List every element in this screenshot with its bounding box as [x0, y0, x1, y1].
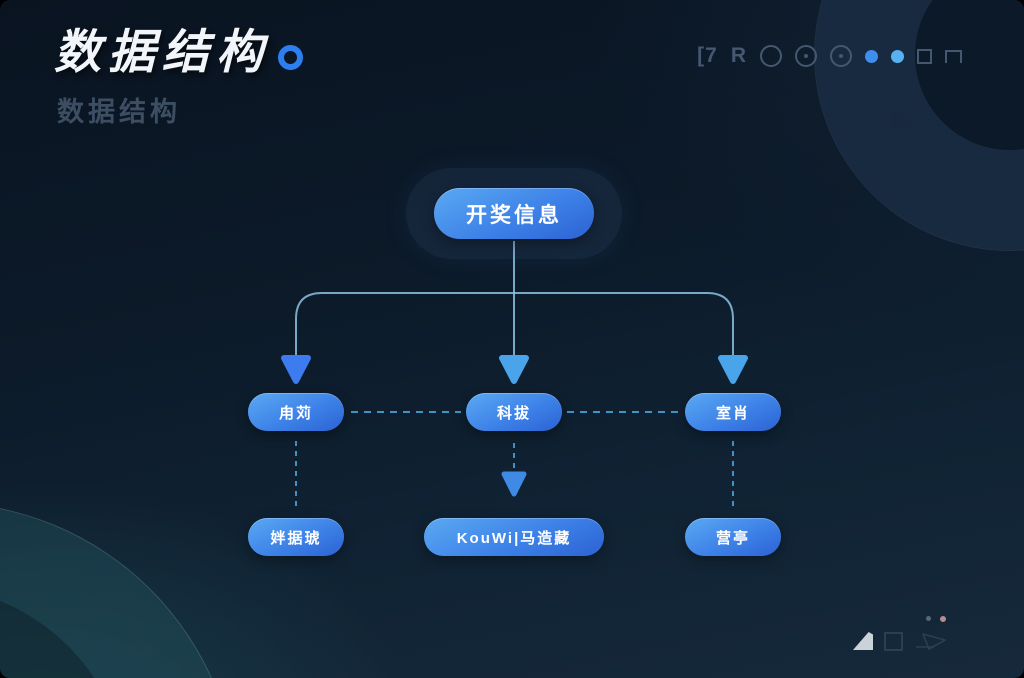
page-subtitle: 数据结构 — [57, 97, 181, 127]
circle-dot-icon — [830, 45, 852, 67]
blue-dot-icon — [865, 49, 878, 63]
square-outline-icon — [884, 631, 903, 651]
arrowhead-left — [281, 355, 311, 384]
page-title: 数据结构 — [54, 26, 303, 78]
node-bottom-right: 营亭 — [685, 518, 781, 556]
edge-root-bus — [295, 292, 734, 356]
node-root: 开奖信息 — [434, 188, 594, 239]
node-mid-left: 甪苅 — [248, 393, 344, 431]
arrow-right-icon — [916, 633, 946, 650]
node-bottom-left: 姅据琥 — [248, 518, 344, 556]
blue-dot-icon — [891, 49, 904, 63]
title-dot-icon — [278, 45, 303, 70]
arrowhead-center-lower — [501, 471, 527, 497]
circle-outline-icon — [760, 45, 782, 67]
bracket-seven-glyph: [7 — [697, 44, 718, 67]
open-square-icon — [945, 49, 962, 63]
gray-dot-icon — [926, 616, 931, 621]
node-bottom-center: KouWi|马造藏 — [424, 518, 604, 556]
node-mid-center: 科拔 — [466, 393, 562, 431]
triangle-icon — [853, 632, 873, 650]
pink-dot-icon — [940, 616, 946, 622]
page-title-text: 数据结构 — [54, 25, 270, 78]
square-outline-icon — [917, 48, 932, 64]
arrowhead-right — [718, 355, 748, 384]
footer-dots — [926, 616, 946, 622]
circle-dot-icon — [795, 45, 817, 67]
node-mid-right: 室肖 — [685, 393, 781, 431]
header-icon-strip: [7 R — [697, 44, 962, 68]
letter-r-glyph: R — [730, 44, 747, 67]
footer-icon-strip — [853, 630, 952, 652]
arrowhead-center — [499, 355, 529, 384]
